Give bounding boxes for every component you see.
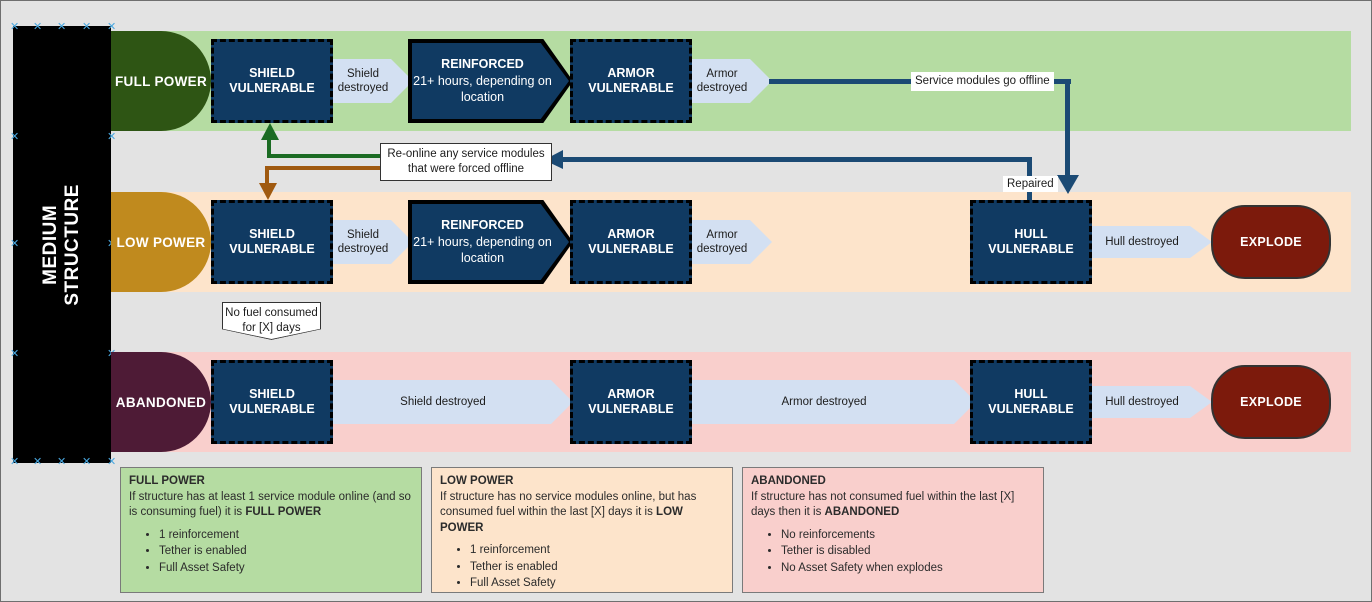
- selection-handle[interactable]: ✕: [33, 21, 43, 33]
- transition-abandoned-armor-destroyed[interactable]: Armor destroyed: [692, 380, 976, 424]
- connector-reonline-low-corner: [265, 166, 277, 170]
- legend-full-power: FULL POWER If structure has at least 1 s…: [120, 467, 422, 593]
- structure-label-line1: MEDIUM: [40, 204, 62, 285]
- label-service-modules-offline: Service modules go offline: [911, 72, 1054, 91]
- selection-handle[interactable]: ✕: [10, 238, 20, 250]
- legend-bullets: 1 reinforcement Tether is enabled Full A…: [129, 528, 413, 577]
- connector-reonline-low-arrowhead: [259, 183, 277, 200]
- node-abandoned-explode[interactable]: EXPLODE: [1211, 365, 1331, 439]
- connector-reonline-full-vertical: [267, 138, 271, 158]
- legend-body: If structure has not consumed fuel withi…: [751, 490, 1015, 519]
- transition-low-hull-destroyed[interactable]: Hull destroyed: [1092, 226, 1212, 258]
- selection-handle[interactable]: ✕: [107, 21, 117, 33]
- node-label-line1: SHIELD: [249, 66, 295, 80]
- selection-handle[interactable]: ✕: [10, 348, 20, 360]
- legend-title: FULL POWER: [129, 475, 205, 487]
- selection-handle[interactable]: ✕: [10, 131, 20, 143]
- legend-title: LOW POWER: [440, 475, 514, 487]
- connector-reonline-full-arrowhead: [261, 123, 279, 140]
- row-label-low-power[interactable]: LOW POWER: [111, 192, 211, 292]
- legend-abandoned: ABANDONED If structure has not consumed …: [742, 467, 1044, 593]
- legend-bullet: No reinforcements: [781, 528, 1035, 544]
- reinforced-sub: 21+ hours, depending on location: [413, 73, 552, 105]
- connector-service-modules-offline-arrowhead: [1057, 175, 1079, 194]
- connector-repaired-horizontal: [555, 157, 1032, 162]
- legend-bullet: Full Asset Safety: [470, 576, 724, 592]
- selection-handle[interactable]: ✕: [107, 456, 117, 468]
- node-label-line2: VULNERABLE: [229, 81, 315, 95]
- connector-service-modules-offline-vertical: [1065, 79, 1070, 182]
- legend-bullet: 1 reinforcement: [470, 543, 724, 559]
- selection-handle[interactable]: ✕: [33, 456, 43, 468]
- node-low-reinforced[interactable]: REINFORCED 21+ hours, depending on locat…: [412, 204, 569, 280]
- connector-reonline-low-horizontal: [273, 166, 383, 170]
- row-label-abandoned[interactable]: ABANDONED: [111, 352, 211, 452]
- selection-handle[interactable]: ✕: [57, 456, 67, 468]
- legend-bullet: Tether is enabled: [470, 560, 724, 576]
- legend-bullet: 1 reinforcement: [159, 528, 413, 544]
- selection-handle[interactable]: ✕: [107, 131, 117, 143]
- transition-abandoned-shield-destroyed[interactable]: Shield destroyed: [333, 380, 573, 424]
- connector-reonline-low-vertical: [265, 166, 269, 186]
- selection-handle[interactable]: ✕: [10, 456, 20, 468]
- legend-bullet: Tether is enabled: [159, 544, 413, 560]
- connector-repaired-arrowhead: [544, 150, 563, 169]
- reinforced-title: REINFORCED: [441, 56, 524, 71]
- legend-body: If structure has no service modules onli…: [440, 490, 697, 534]
- selection-handle[interactable]: ✕: [10, 21, 20, 33]
- selection-handle[interactable]: ✕: [82, 456, 92, 468]
- legend-title: ABANDONED: [751, 475, 826, 487]
- legend-bullet: Full Asset Safety: [159, 561, 413, 577]
- selection-handle[interactable]: ✕: [82, 21, 92, 33]
- legend-bullet: Tether is disabled: [781, 544, 1035, 560]
- connector-reonline-full-horizontal: [275, 154, 383, 158]
- transition-abandoned-hull-destroyed[interactable]: Hull destroyed: [1092, 386, 1212, 418]
- selection-handle[interactable]: ✕: [57, 21, 67, 33]
- legend-bullet: No Asset Safety when explodes: [781, 561, 1035, 577]
- structure-label-line2: STRUCTURE: [62, 183, 84, 306]
- connector-reonline-full-corner: [267, 154, 279, 158]
- legend-bullets: 1 reinforcement Tether is enabled Full A…: [440, 543, 724, 592]
- label-repaired: Repaired: [1003, 176, 1058, 192]
- legend-bullets: No reinforcements Tether is disabled No …: [751, 528, 1035, 577]
- node-full-reinforced[interactable]: REINFORCED 21+ hours, depending on locat…: [412, 43, 569, 119]
- row-label-full-power[interactable]: FULL POWER: [111, 31, 211, 131]
- legend-body: If structure has at least 1 service modu…: [129, 490, 411, 519]
- node-low-explode[interactable]: EXPLODE: [1211, 205, 1331, 279]
- legend-low-power: LOW POWER If structure has no service mo…: [431, 467, 733, 593]
